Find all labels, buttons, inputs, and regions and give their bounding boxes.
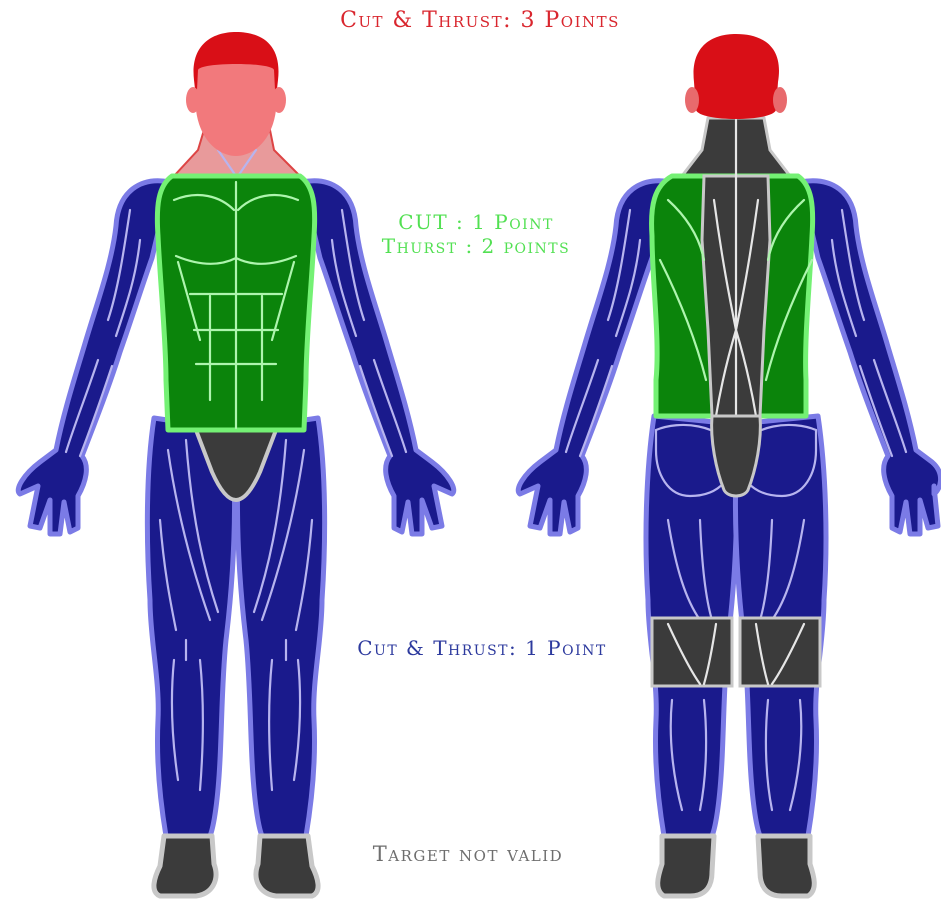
- front-figure: [18, 32, 454, 896]
- back-right-foot: [758, 836, 814, 896]
- front-left-foot: [154, 836, 216, 896]
- back-left-knee-zone: [652, 618, 732, 686]
- torso-zone-label-line2: Thurst : 2 points: [352, 234, 600, 258]
- torso-zone-label-line1: CUT : 1 Point: [352, 210, 600, 234]
- limbs-zone-label: Cut & Thrust: 1 Point: [312, 636, 652, 660]
- head-zone-label: Cut & Thrust: 3 Points: [300, 8, 660, 33]
- back-figure: [518, 34, 940, 896]
- back-right-knee-zone: [740, 618, 820, 686]
- front-right-ear: [272, 87, 286, 113]
- back-left-foot: [658, 836, 714, 896]
- back-right-ear: [773, 87, 787, 113]
- torso-zone-label: CUT : 1 Point Thurst : 2 points: [352, 210, 600, 258]
- back-left-ear: [685, 87, 699, 113]
- front-left-ear: [186, 87, 200, 113]
- back-head-zone: [694, 34, 779, 119]
- front-right-foot: [256, 836, 318, 896]
- invalid-zone-label: Target not valid: [318, 842, 618, 866]
